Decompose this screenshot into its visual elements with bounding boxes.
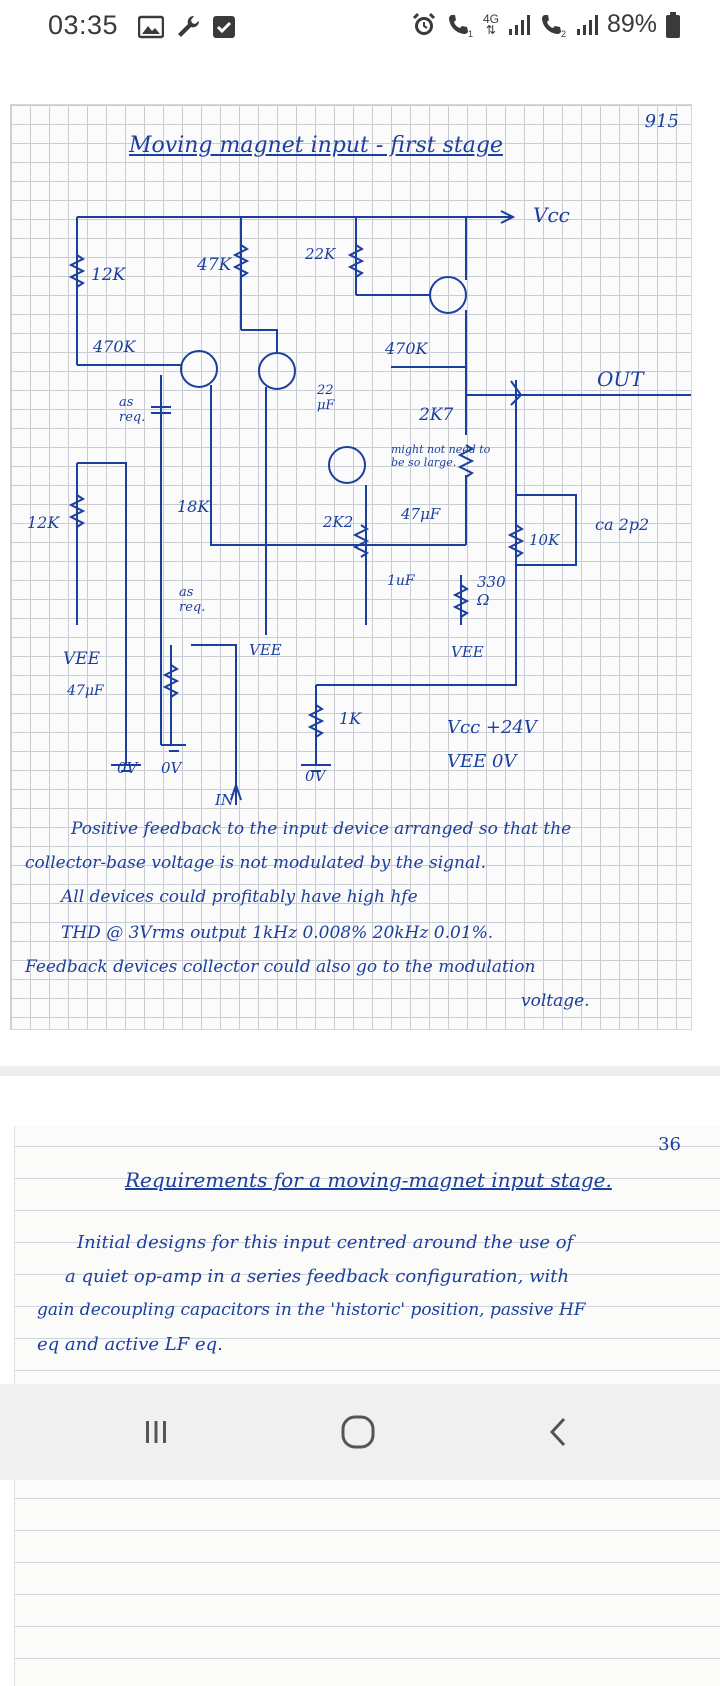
home-button[interactable] bbox=[318, 1404, 398, 1460]
note-line: Feedback devices collector could also go… bbox=[25, 957, 536, 977]
label-vee-right: VEE bbox=[451, 643, 484, 661]
back-button[interactable] bbox=[518, 1404, 598, 1460]
page-separator bbox=[0, 1066, 720, 1076]
label-47uf-mid: 47μF bbox=[401, 505, 441, 523]
recents-icon bbox=[146, 1421, 166, 1443]
status-time: 03:35 bbox=[48, 10, 119, 40]
label-470k-left: 470K bbox=[93, 337, 136, 356]
note-line: THD @ 3Vrms output 1kHz 0.008% 20kHz 0.0… bbox=[61, 923, 494, 943]
schematic-title: Moving magnet input - first stage bbox=[129, 133, 503, 158]
network-type: 4G⇅ bbox=[482, 11, 499, 37]
schematic-drawing bbox=[68, 210, 691, 805]
label-10k: 10K bbox=[529, 531, 560, 549]
label-vee-mid: VEE bbox=[249, 641, 282, 659]
svg-text:1: 1 bbox=[468, 29, 473, 38]
checkbox-icon bbox=[212, 13, 236, 41]
gallery-icon bbox=[138, 13, 164, 41]
label-as-req-1: as req. bbox=[119, 395, 146, 425]
schematic-page-image[interactable]: 915 Moving magnet input - first stage Vc… bbox=[10, 104, 692, 1030]
label-22k: 22K bbox=[305, 245, 336, 263]
note-line: collector-base voltage is not modulated … bbox=[25, 853, 486, 873]
label-as-req-2: as req. bbox=[179, 585, 206, 615]
lined-page-title: Requirements for a moving-magnet input s… bbox=[125, 1168, 612, 1192]
label-12k-left: 12K bbox=[27, 513, 60, 532]
signal-icon bbox=[576, 14, 598, 36]
call-sim2-icon: 2 bbox=[539, 12, 567, 38]
label-in: IN bbox=[215, 791, 235, 809]
battery-icon bbox=[666, 11, 680, 38]
note-line: voltage. bbox=[521, 991, 590, 1011]
signal-icon bbox=[508, 14, 530, 36]
label-vee-value: VEE 0V bbox=[447, 751, 517, 772]
wrench-icon bbox=[174, 13, 202, 41]
page-number: 915 bbox=[644, 111, 679, 132]
note-line: All devices could profitably have high h… bbox=[61, 887, 418, 907]
label-47k: 47K bbox=[197, 255, 232, 275]
label-gnd-a2: 0V bbox=[161, 759, 182, 777]
back-icon bbox=[549, 1417, 566, 1447]
label-1k: 1K bbox=[339, 709, 362, 728]
recents-button[interactable] bbox=[116, 1404, 196, 1460]
call-sim1-icon: 1 bbox=[446, 12, 474, 38]
label-18k: 18K bbox=[177, 497, 210, 516]
navigation-bar bbox=[0, 1384, 720, 1480]
label-gnd-a1: 0V bbox=[117, 759, 138, 777]
page-number: 36 bbox=[658, 1134, 681, 1155]
status-bar: 03:35 1 4G⇅ 2 89% bbox=[0, 0, 720, 56]
label-vcc-value: Vcc +24V bbox=[447, 717, 537, 738]
body-line: eq and active LF eq. bbox=[37, 1334, 223, 1355]
label-gnd-ov: 0V bbox=[305, 767, 326, 785]
label-47uf-left: 47μF bbox=[67, 683, 104, 699]
battery-percent: 89% bbox=[606, 10, 657, 38]
label-22uf: 22 μF bbox=[317, 383, 335, 413]
body-line: Initial designs for this input centred a… bbox=[77, 1232, 574, 1253]
body-line: gain decoupling capacitors in the 'histo… bbox=[37, 1300, 586, 1320]
home-icon bbox=[341, 1415, 375, 1449]
label-need-big: might not need to be so large. bbox=[391, 443, 491, 469]
label-vcc: Vcc bbox=[533, 203, 570, 227]
label-out: OUT bbox=[597, 367, 644, 391]
label-470k-right: 470K bbox=[385, 339, 428, 358]
alarm-icon bbox=[411, 12, 437, 38]
body-line: a quiet op-amp in a series feedback conf… bbox=[65, 1266, 570, 1287]
label-330: 330 Ω bbox=[477, 573, 506, 609]
label-2k2: 2K2 bbox=[323, 513, 354, 531]
label-2k7: 2K7 bbox=[419, 405, 454, 425]
svg-text:2: 2 bbox=[561, 29, 566, 38]
note-line: Positive feedback to the input device ar… bbox=[71, 819, 572, 839]
label-1uf: 1uF bbox=[387, 573, 415, 589]
label-2p2: ca 2p2 bbox=[595, 515, 650, 534]
label-vee-left: VEE bbox=[63, 649, 101, 669]
label-12k-top: 12K bbox=[91, 265, 126, 285]
